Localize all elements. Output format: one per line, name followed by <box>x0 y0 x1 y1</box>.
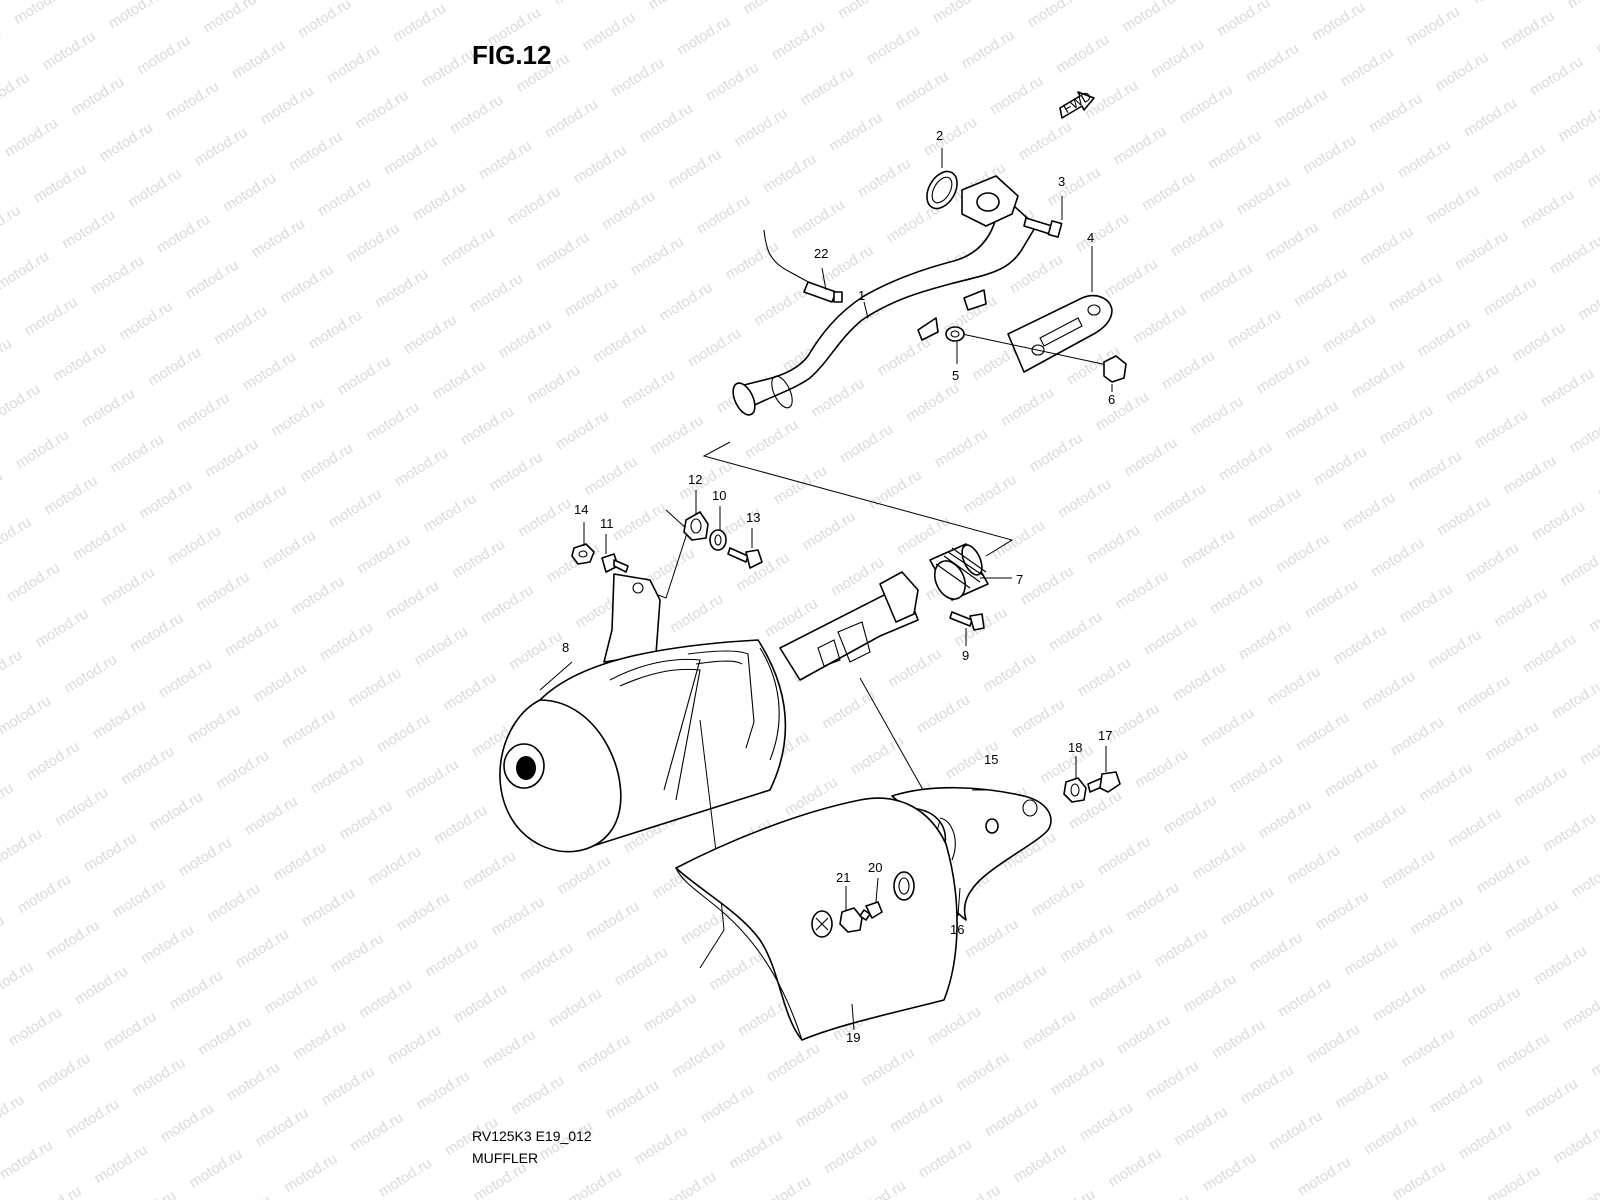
part-gasket-2 <box>926 170 958 210</box>
part-exhaust-pipe-1 <box>732 175 1037 416</box>
callout-7: 7 <box>1016 572 1023 587</box>
part-washer-small <box>985 818 999 834</box>
fwd-arrow-label: FWD <box>1061 88 1094 116</box>
callout-2: 2 <box>936 128 943 143</box>
callout-17: 17 <box>1098 728 1112 743</box>
part-grommet-12 <box>683 511 709 541</box>
callout-12: 12 <box>688 472 702 487</box>
figure-name: MUFFLER <box>472 1150 539 1166</box>
fwd-arrow-icon: FWD <box>1059 88 1095 119</box>
part-sleeve-7 <box>929 543 989 601</box>
callout-16: 16 <box>950 922 964 937</box>
part-washer-5 <box>945 326 965 342</box>
callout-8: 8 <box>562 640 569 655</box>
callout-15: 15 <box>984 752 998 767</box>
callout-4: 4 <box>1087 230 1094 245</box>
part-bolt-13 <box>727 547 763 569</box>
figure-title: FIG.12 <box>472 40 552 70</box>
callout-11: 11 <box>600 516 614 531</box>
callout-22: 22 <box>814 246 828 261</box>
part-bolt-11 <box>601 553 629 573</box>
callout-14: 14 <box>574 502 588 517</box>
part-washer-10 <box>709 529 727 551</box>
part-bolt-17 <box>1087 771 1121 793</box>
callout-1: 1 <box>858 288 865 303</box>
callout-9: 9 <box>962 648 969 663</box>
part-sensor-22 <box>763 229 843 303</box>
part-bolt-9 <box>949 611 985 631</box>
callout-21: 21 <box>836 870 850 885</box>
part-nut-6 <box>1103 355 1127 383</box>
part-bolt-20 <box>859 901 883 921</box>
figure-code: RV125K3 E19_012 <box>472 1128 592 1144</box>
callout-3: 3 <box>1058 174 1065 189</box>
part-bolt-3 <box>1023 217 1063 238</box>
callout-18: 18 <box>1068 740 1082 755</box>
part-heat-shield-19 <box>675 797 958 1041</box>
callout-6: 6 <box>1108 392 1115 407</box>
callout-13: 13 <box>746 510 760 525</box>
part-grommet-18 <box>1063 777 1087 803</box>
callout-10: 10 <box>712 488 726 503</box>
callout-19: 19 <box>846 1030 860 1045</box>
callout-20: 20 <box>868 860 882 875</box>
part-muffler-8 <box>499 571 919 853</box>
part-bracket-4 <box>1007 294 1113 373</box>
callout-5: 5 <box>952 368 959 383</box>
part-nut-14 <box>571 543 595 565</box>
part-grommet-21 <box>839 907 863 933</box>
